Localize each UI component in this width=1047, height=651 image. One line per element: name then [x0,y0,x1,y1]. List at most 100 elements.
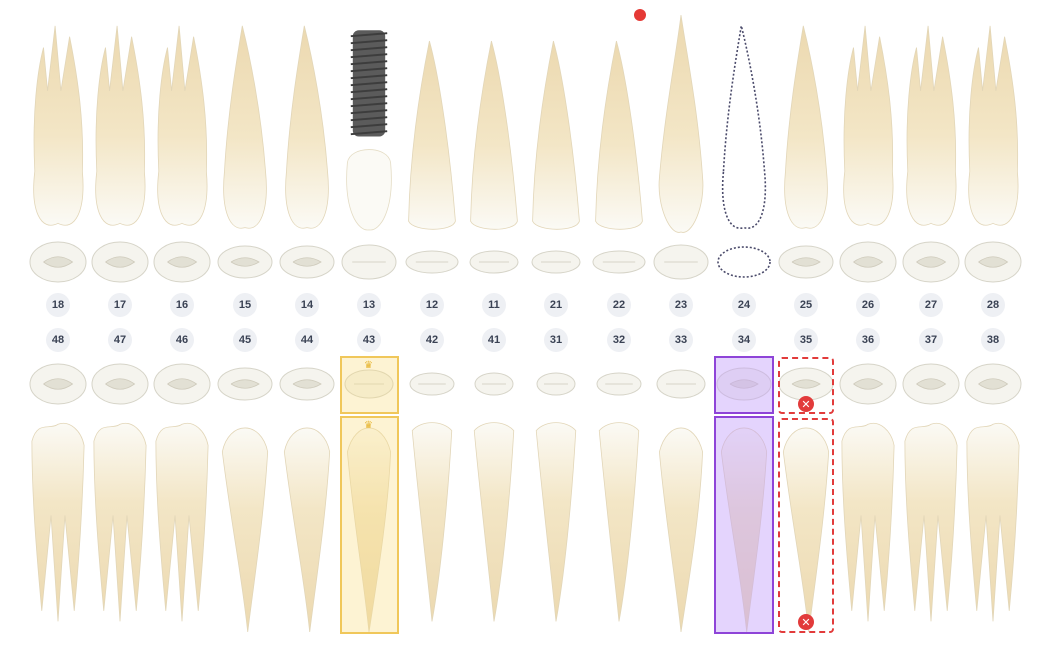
tooth-25-occlusal-view[interactable] [778,245,834,279]
tooth-43-side-view[interactable] [342,420,396,633]
tooth-32-occlusal-view[interactable] [596,372,642,396]
crown-icon: ♛ [364,420,373,431]
tooth-number-17[interactable]: 17 [108,293,132,317]
tooth-number-16[interactable]: 16 [170,293,194,317]
tooth-16-occlusal-view[interactable] [153,241,211,283]
tooth-44-occlusal-view[interactable] [279,367,335,401]
tooth-number-48[interactable]: 48 [46,328,70,352]
tooth-number-11[interactable]: 11 [482,293,506,317]
tooth-18-occlusal-view[interactable] [29,241,87,283]
tooth-36-occlusal-view[interactable] [839,363,897,405]
tooth-24-side-view[interactable] [717,15,771,232]
tooth-number-43[interactable]: 43 [357,328,381,352]
tooth-32-side-view[interactable] [593,420,645,632]
tooth-number-13[interactable]: 13 [357,293,381,317]
tooth-31-side-view[interactable] [530,420,582,632]
tooth-21-occlusal-view[interactable] [531,250,581,274]
tooth-44-side-view[interactable] [280,420,334,633]
tooth-number-42[interactable]: 42 [420,328,444,352]
tooth-11-occlusal-view[interactable] [469,250,519,274]
tooth-41-side-view[interactable] [468,420,520,632]
tooth-number-38[interactable]: 38 [981,328,1005,352]
tooth-33-occlusal-view[interactable] [656,369,706,399]
tooth-22-occlusal-view[interactable] [592,250,646,274]
tooth-number-25[interactable]: 25 [794,293,818,317]
tooth-48-side-view[interactable] [29,420,87,632]
tooth-number-18[interactable]: 18 [46,293,70,317]
tooth-17-side-view[interactable] [91,15,149,232]
tooth-16-side-view[interactable] [153,15,211,232]
tooth-12-occlusal-view[interactable] [405,250,459,274]
tooth-number-44[interactable]: 44 [295,328,319,352]
tooth-23-side-view[interactable] [654,14,708,233]
tooth-43-occlusal-view[interactable] [344,369,394,399]
tooth-number-21[interactable]: 21 [544,293,568,317]
tooth-number-36[interactable]: 36 [856,328,880,352]
tooth-38-occlusal-view[interactable] [964,363,1022,405]
tooth-number-23[interactable]: 23 [669,293,693,317]
tooth-22-side-view[interactable] [593,15,645,232]
tooth-number-47[interactable]: 47 [108,328,132,352]
tooth-46-side-view[interactable] [153,420,211,632]
tooth-14-side-view[interactable] [280,15,334,232]
tooth-number-14[interactable]: 14 [295,293,319,317]
tooth-13-side-view[interactable] [342,15,396,232]
tooth-34-occlusal-view[interactable] [716,367,772,401]
tooth-26-occlusal-view[interactable] [839,241,897,283]
tooth-27-side-view[interactable] [902,15,960,232]
tooth-41-occlusal-view[interactable] [474,372,514,396]
tooth-31-occlusal-view[interactable] [536,372,576,396]
tooth-47-occlusal-view[interactable] [91,363,149,405]
tooth-46-occlusal-view[interactable] [153,363,211,405]
tooth-12-side-view[interactable] [406,15,458,232]
tooth-15-side-view[interactable] [218,15,272,232]
tooth-number-33[interactable]: 33 [669,328,693,352]
tooth-18-side-view[interactable] [29,15,87,232]
tooth-48-occlusal-view[interactable] [29,363,87,405]
tooth-27-occlusal-view[interactable] [902,241,960,283]
tooth-17-occlusal-view[interactable] [91,241,149,283]
tooth-42-side-view[interactable] [406,420,458,632]
tooth-24-occlusal-view[interactable] [716,245,772,279]
tooth-number-26[interactable]: 26 [856,293,880,317]
tooth-21-side-view[interactable] [530,15,582,232]
tooth-35-side-view[interactable] [779,420,833,633]
tooth-number-27[interactable]: 27 [919,293,943,317]
tooth-11-side-view[interactable] [468,15,520,232]
tooth-number-46[interactable]: 46 [170,328,194,352]
tooth-34-side-view[interactable] [717,420,771,633]
tooth-number-15[interactable]: 15 [233,293,257,317]
tooth-number-34[interactable]: 34 [732,328,756,352]
tooth-15-occlusal-view[interactable] [217,245,273,279]
tooth-45-side-view[interactable] [218,420,272,633]
tooth-number-28[interactable]: 28 [981,293,1005,317]
close-icon[interactable]: ✕ [798,614,814,630]
close-icon[interactable]: ✕ [798,396,814,412]
tooth-36-side-view[interactable] [839,420,897,632]
tooth-number-12[interactable]: 12 [420,293,444,317]
tooth-47-side-view[interactable] [91,420,149,632]
tooth-45-occlusal-view[interactable] [217,367,273,401]
tooth-number-24[interactable]: 24 [732,293,756,317]
tooth-28-side-view[interactable] [964,15,1022,232]
tooth-47-occlusal-shape [91,363,149,405]
tooth-26-side-view[interactable] [839,15,897,232]
tooth-number-32[interactable]: 32 [607,328,631,352]
tooth-33-side-view[interactable] [654,420,708,633]
tooth-number-31[interactable]: 31 [544,328,568,352]
tooth-42-occlusal-view[interactable] [409,372,455,396]
tooth-25-side-view[interactable] [779,15,833,232]
tooth-37-side-view[interactable] [902,420,960,632]
tooth-number-37[interactable]: 37 [919,328,943,352]
tooth-number-22[interactable]: 22 [607,293,631,317]
tooth-37-occlusal-view[interactable] [902,363,960,405]
tooth-number-45[interactable]: 45 [233,328,257,352]
tooth-23-occlusal-view[interactable] [653,244,709,280]
tooth-28-occlusal-view[interactable] [964,241,1022,283]
tooth-38-side-view[interactable] [964,420,1022,632]
tooth-number-35[interactable]: 35 [794,328,818,352]
tooth-13-occlusal-view[interactable] [341,244,397,280]
tooth-number-41[interactable]: 41 [482,328,506,352]
tooth-14-occlusal-view[interactable] [279,245,335,279]
status-dot [634,9,646,21]
